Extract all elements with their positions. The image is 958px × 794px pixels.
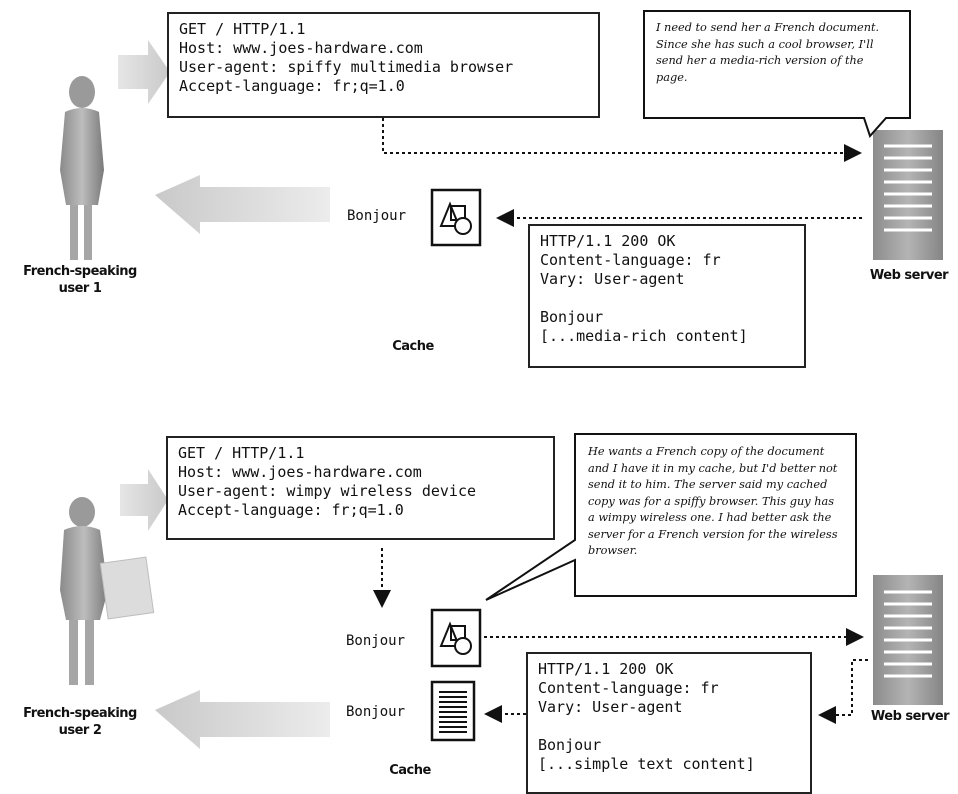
server-thought-bubble-1 <box>643 10 911 138</box>
server-thought-text: I need to send her a French document. Si… <box>656 21 880 84</box>
cache-label-2: Cache <box>389 763 431 778</box>
blank-line <box>540 289 794 308</box>
blank-line <box>538 717 800 736</box>
bonjour-label: Bonjour <box>347 208 407 224</box>
request-line: GET / HTTP/1.1 <box>178 444 305 462</box>
request-line: GET / HTTP/1.1 <box>179 20 306 38</box>
status-line: HTTP/1.1 200 OK <box>540 232 676 250</box>
web-server-icon-1 <box>873 130 943 260</box>
web-server-label-1: Web server <box>869 268 949 283</box>
web-server-label-2: Web server <box>870 709 950 724</box>
user-1-label: French-speaking user 1 <box>23 264 137 296</box>
vary-header: Vary: User-agent <box>540 270 685 288</box>
body-content: [...simple text content] <box>538 755 755 773</box>
response-headers-box-1: HTTP/1.1 200 OK Content-language: fr Var… <box>528 224 806 368</box>
host-header: Host: www.joes-hardware.com <box>179 39 423 57</box>
body-content: [...media-rich content] <box>540 327 748 345</box>
content-language-header: Content-language: fr <box>538 679 719 697</box>
user-agent-header: User-agent: wimpy wireless device <box>178 482 477 500</box>
server-response-arrow <box>818 659 868 724</box>
request-headers-box-1: GET / HTTP/1.1 Host: www.joes-hardware.c… <box>167 12 600 118</box>
cached-document-text-icon <box>430 680 476 742</box>
response-headers-box-2: HTTP/1.1 200 OK Content-language: fr Var… <box>526 652 812 794</box>
request-flow-arrow <box>118 40 170 104</box>
bonjour-label-2: Bonjour <box>346 704 406 720</box>
user-2-label: French-speaking user 2 <box>23 706 137 738</box>
response-flow-arrow-2 <box>155 690 330 749</box>
user-figure-2 <box>60 497 155 685</box>
cached-document-shapes-icon-2 <box>430 608 482 668</box>
body-line: Bonjour <box>538 736 602 754</box>
vary-header: Vary: User-agent <box>538 698 683 716</box>
bonjour-label-1: Bonjour <box>346 633 406 649</box>
cache-thought-text: He wants a French copy of the document a… <box>588 445 838 557</box>
accept-language-header: Accept-language: fr;q=1.0 <box>179 77 405 95</box>
request-flow-arrow-2 <box>120 469 168 531</box>
response-flow-arrow <box>155 175 330 234</box>
content-language-header: Content-language: fr <box>540 251 721 269</box>
cache-label-1: Cache <box>392 339 434 354</box>
user-agent-header: User-agent: spiffy multimedia browser <box>179 58 514 76</box>
status-line: HTTP/1.1 200 OK <box>538 660 674 678</box>
accept-language-header: Accept-language: fr;q=1.0 <box>178 501 404 519</box>
user-figure-1 <box>60 76 104 260</box>
host-header: Host: www.joes-hardware.com <box>178 463 422 481</box>
cache-thought-bubble-2 <box>485 433 857 601</box>
request-headers-box-2: GET / HTTP/1.1 Host: www.joes-hardware.c… <box>166 436 555 540</box>
request-to-server-arrow <box>382 118 862 162</box>
cached-document-shapes-icon-1 <box>430 188 482 247</box>
web-server-icon-2 <box>873 575 943 705</box>
body-line: Bonjour <box>540 308 604 326</box>
